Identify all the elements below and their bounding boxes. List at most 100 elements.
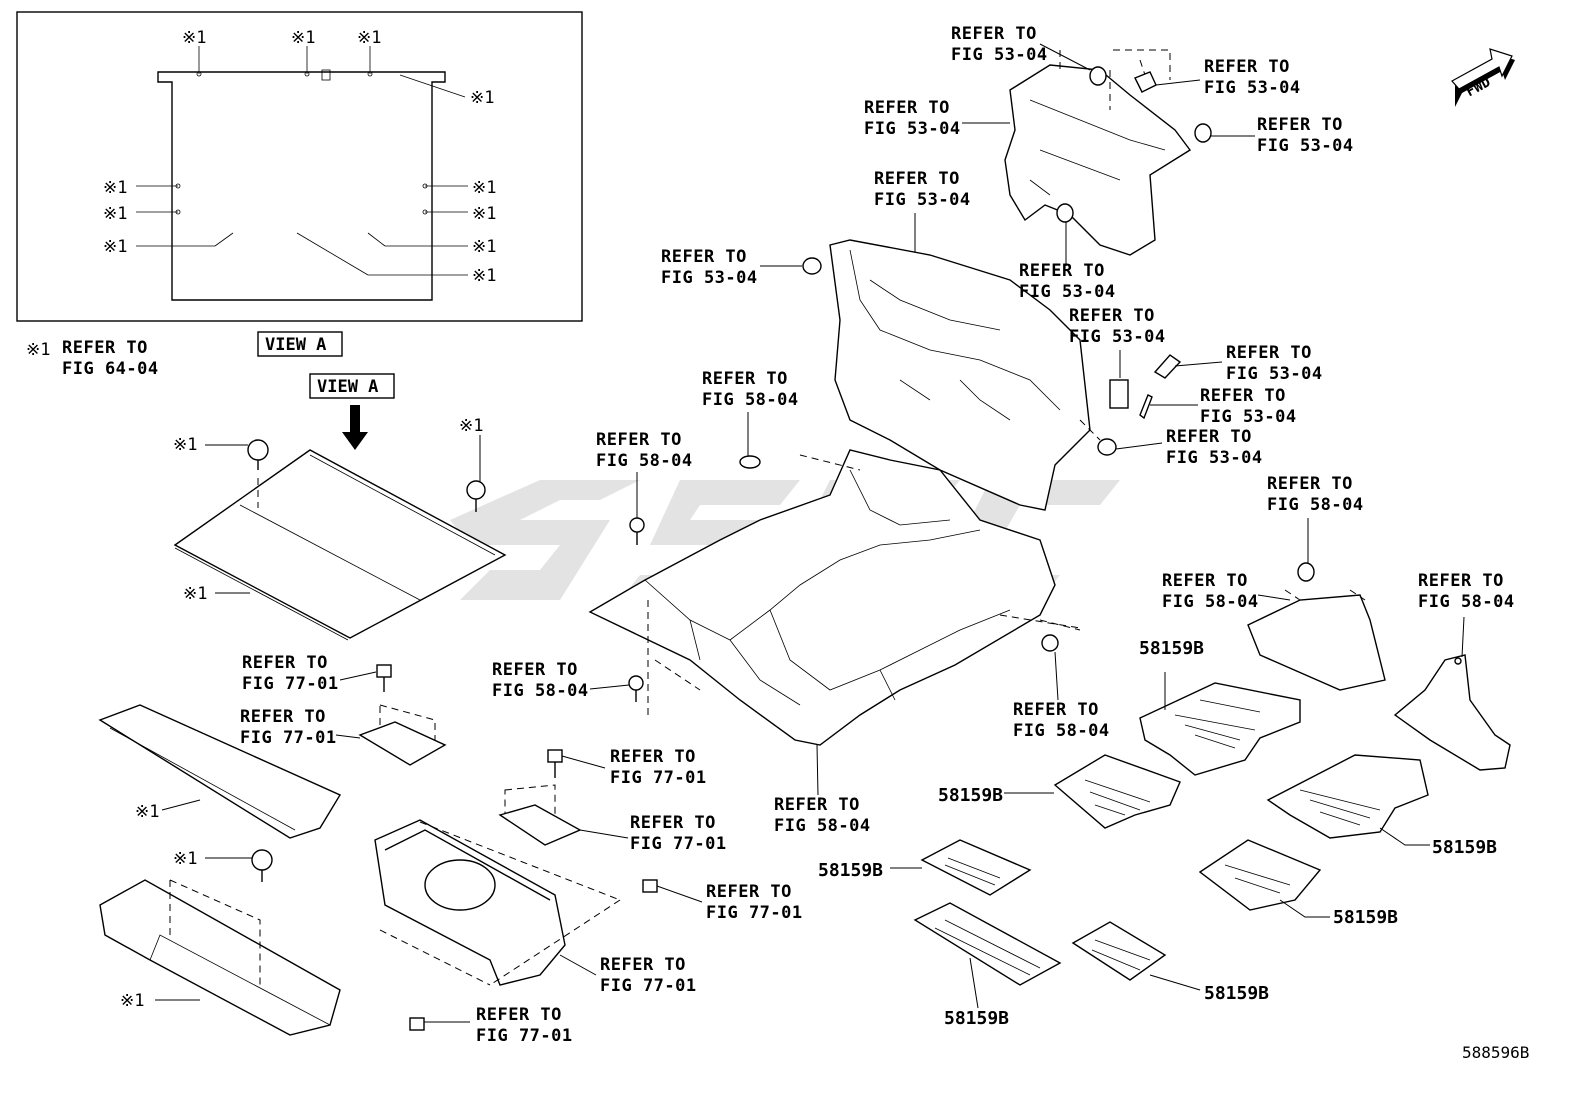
callout-77-f: REFER TO FIG 77-01: [600, 955, 697, 996]
svg-text:REFER TO: REFER TO: [610, 747, 696, 767]
callout-58-a: REFER TO FIG 58-04: [702, 369, 799, 410]
svg-text:REFER TO: REFER TO: [1267, 474, 1353, 494]
svg-text:FIG 77-01: FIG 77-01: [240, 728, 337, 748]
svg-text:REFER TO: REFER TO: [1204, 57, 1290, 77]
luggage-tray: [98, 704, 342, 839]
svg-text:FIG 53-04: FIG 53-04: [1069, 327, 1166, 347]
tunnel-shield: [1393, 616, 1511, 771]
svg-text:FIG 77-01: FIG 77-01: [476, 1026, 573, 1046]
svg-text:FIG 77-01: FIG 77-01: [600, 976, 697, 996]
callout-77-g: REFER TO FIG 77-01: [476, 1005, 573, 1046]
storage-box: [99, 849, 341, 1036]
callout-77-c: REFER TO FIG 77-01: [610, 747, 706, 788]
svg-text:FIG 77-01: FIG 77-01: [706, 903, 803, 923]
callout-58-d: REFER TO FIG 58-04: [774, 795, 870, 836]
svg-text:FIG 58-04: FIG 58-04: [596, 451, 693, 471]
callout-53-d: REFER TO FIG 53-04: [1257, 115, 1354, 156]
svg-text:REFER TO: REFER TO: [242, 653, 328, 673]
tube-frame: [374, 819, 703, 1031]
callout-53-f: REFER TO FIG 53-04: [661, 247, 758, 288]
svg-text:REFER TO: REFER TO: [1019, 261, 1105, 281]
callout-77-a: REFER TO FIG 77-01: [242, 653, 338, 694]
inset-frame: [16, 11, 583, 322]
view-a-inset: ※1 ※1 ※1 ※1 ※1 ※1 ※1 ※1 ※1 ※1 ※1: [16, 11, 583, 322]
bracket-bolt-group-1: [335, 664, 447, 766]
insulator-pad-icon: [1109, 379, 1129, 409]
bracket-bolt-group-2: [498, 749, 629, 846]
svg-text:REFER TO: REFER TO: [1069, 306, 1155, 326]
inset-mark-9: ※1: [472, 204, 496, 224]
svg-text:FIG 58-04: FIG 58-04: [702, 390, 799, 410]
clip-icon: [247, 439, 269, 461]
svg-text:REFER TO: REFER TO: [1200, 386, 1286, 406]
inset-mark-6: ※1: [103, 204, 127, 224]
fwd-arrow-icon: FWD: [1451, 48, 1515, 107]
callout-58-c: REFER TO FIG 58-04: [492, 660, 588, 701]
inset-mark-4: ※1: [470, 88, 494, 108]
svg-text:FIG 58-04: FIG 58-04: [1013, 721, 1110, 741]
svg-text:REFER TO: REFER TO: [1418, 571, 1504, 591]
star-mark-6: ※1: [120, 991, 144, 1011]
inset-leaders: [136, 46, 468, 276]
svg-text:FIG 77-01: FIG 77-01: [630, 834, 727, 854]
upper-insulator: [962, 43, 1255, 266]
svg-text:REFER TO: REFER TO: [874, 169, 960, 189]
callout-53-c: REFER TO FIG 53-04: [864, 98, 961, 139]
svg-text:REFER TO: REFER TO: [864, 98, 950, 118]
callout-58-b: REFER TO FIG 58-04: [596, 430, 693, 471]
svg-text:FIG 53-04: FIG 53-04: [1204, 78, 1301, 98]
insulator-pad-icon: [1139, 394, 1153, 420]
floor-mat-1: [1139, 672, 1301, 776]
star-mark-2: ※1: [459, 416, 483, 436]
callout-58-h: REFER TO FIG 58-04: [1418, 571, 1514, 612]
svg-text:FIG 53-04: FIG 53-04: [661, 268, 758, 288]
part-code-1: 58159B: [1139, 638, 1204, 659]
rear-floor-shield: [1247, 518, 1386, 691]
star-mark-3: ※1: [183, 584, 207, 604]
clip-icon: [629, 517, 645, 533]
svg-text:REFER TO: REFER TO: [661, 247, 747, 267]
grommet-icon: [802, 257, 822, 275]
view-a-label-arrow: VIEW A: [309, 373, 395, 450]
legend-line2: FIG 64-04: [62, 359, 159, 379]
svg-text:FIG 53-04: FIG 53-04: [951, 45, 1048, 65]
svg-text:REFER TO: REFER TO: [774, 795, 860, 815]
clip-icon: [1134, 71, 1157, 93]
part-code-4: 58159B: [818, 860, 883, 881]
floor-mat-5: [890, 839, 1032, 896]
svg-text:FIG 53-04: FIG 53-04: [1226, 364, 1323, 384]
insulator-pad-icon: [1153, 354, 1182, 379]
inset-panel-outline: [157, 71, 446, 301]
callout-77-e: REFER TO FIG 77-01: [706, 882, 803, 923]
floor-mat-4: [1198, 839, 1330, 918]
dash-insulator: [760, 213, 1223, 511]
callout-58-g: REFER TO FIG 58-04: [1162, 571, 1258, 612]
part-code-5: 58159B: [1333, 907, 1398, 928]
inset-mark-2: ※1: [291, 28, 315, 48]
svg-text:REFER TO: REFER TO: [1166, 427, 1252, 447]
svg-text:FIG 58-04: FIG 58-04: [1267, 495, 1364, 515]
svg-text:REFER TO: REFER TO: [492, 660, 578, 680]
inset-mark-8: ※1: [472, 178, 496, 198]
svg-text:FIG 53-04: FIG 53-04: [1257, 136, 1354, 156]
svg-text:FIG 53-04: FIG 53-04: [874, 190, 971, 210]
svg-text:VIEW A: VIEW A: [317, 377, 378, 397]
svg-text:REFER TO: REFER TO: [630, 813, 716, 833]
inset-mark-3: ※1: [357, 28, 381, 48]
grommet-icon: [1297, 562, 1315, 582]
part-code-3: 58159B: [1432, 837, 1497, 858]
inset-mark-5: ※1: [103, 178, 127, 198]
svg-text:FIG 53-04: FIG 53-04: [864, 119, 961, 139]
clip-icon: [251, 849, 273, 871]
deck-board: [173, 435, 507, 641]
svg-text:REFER TO: REFER TO: [600, 955, 686, 975]
callout-53-e: REFER TO FIG 53-04: [874, 169, 971, 210]
legend-symbol: ※1: [26, 340, 50, 360]
grommet-icon: [1041, 634, 1059, 652]
svg-text:REFER TO: REFER TO: [1257, 115, 1343, 135]
floor-mat-3: [1266, 754, 1430, 846]
callout-53-i: REFER TO FIG 53-04: [1226, 343, 1323, 384]
callout-58-e: REFER TO FIG 58-04: [1013, 700, 1110, 741]
svg-text:FIG 53-04: FIG 53-04: [1200, 407, 1297, 427]
